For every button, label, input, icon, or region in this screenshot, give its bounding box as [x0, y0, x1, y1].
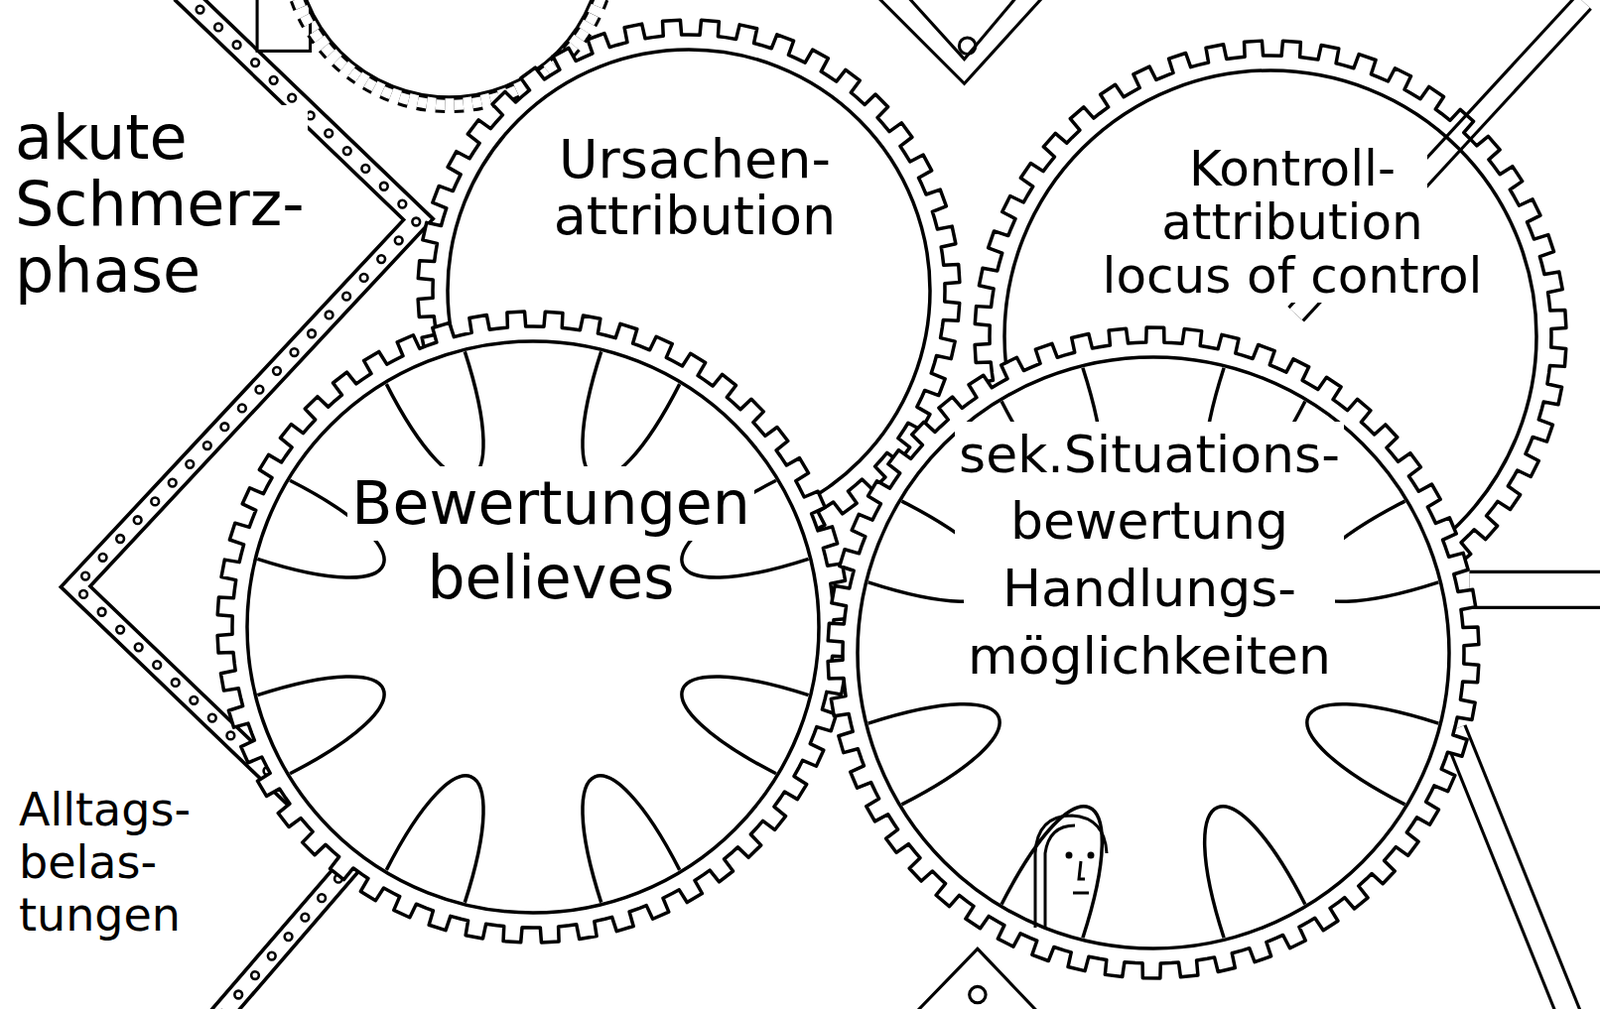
gear-teeth [827, 327, 1479, 979]
gear-text-group: sek.Situations- bewertungHandlungs- mögl… [954, 421, 1344, 690]
gear-spoke [1307, 704, 1439, 805]
gear-label: believes [423, 540, 679, 616]
gear-spoke [386, 351, 484, 479]
gear-spoke [1001, 806, 1102, 938]
side-label: akute Schmerz- phase [11, 105, 308, 305]
face-hair-inner [1045, 825, 1075, 929]
face-eye [1088, 853, 1093, 858]
face-hair [1035, 815, 1107, 929]
gear-spoke [681, 676, 809, 775]
gear-label: Handlungs- möglichkeiten [963, 555, 1335, 690]
diamond-top-inner [906, 0, 1019, 60]
gear-spoke [257, 676, 385, 775]
face-nose [1078, 861, 1085, 880]
lower-bar-inner [1454, 729, 1572, 1009]
gear-text-group: Ursachen- attribution [549, 132, 841, 245]
gear-rim [247, 341, 819, 914]
face-mouth [1072, 892, 1089, 896]
gear-spoke [582, 351, 680, 479]
gear-label: Bewertungen [347, 466, 754, 541]
horizontal-bar [1468, 570, 1600, 610]
gear-spoke [1204, 806, 1306, 938]
face-eye [1066, 853, 1071, 858]
gear-spoke [386, 776, 484, 904]
side-label: Alltags- belas- tungen [15, 784, 194, 942]
lower-bar [1454, 729, 1572, 1009]
gear-label: locus of control [1097, 249, 1486, 303]
gear-text-group: Bewertungenbelieves [347, 466, 754, 616]
horizontal-bar-inner [1468, 573, 1600, 607]
gear-label: sek.Situations- bewertung [954, 421, 1344, 556]
diamond-top [875, 0, 1046, 84]
gear-label: Kontroll- attribution [1157, 141, 1428, 250]
gear-label: Ursachen- attribution [549, 132, 841, 245]
diamond-bottom-hole [969, 986, 986, 1003]
diamond-top-hole [958, 37, 975, 54]
gear-spoke [582, 776, 680, 904]
gear-outline [217, 311, 849, 943]
gear-teeth [217, 311, 849, 943]
gear-node: sek.Situations- bewertungHandlungs- mögl… [827, 327, 1479, 979]
gear-text-group: Kontroll- attributionlocus of control [1097, 141, 1486, 303]
gear-spoke [868, 704, 1000, 805]
gear-node: Bewertungenbelieves [217, 311, 849, 943]
face-drawing [1035, 815, 1107, 929]
diamond-bottom [913, 948, 1042, 1009]
gear-rim [857, 357, 1450, 949]
